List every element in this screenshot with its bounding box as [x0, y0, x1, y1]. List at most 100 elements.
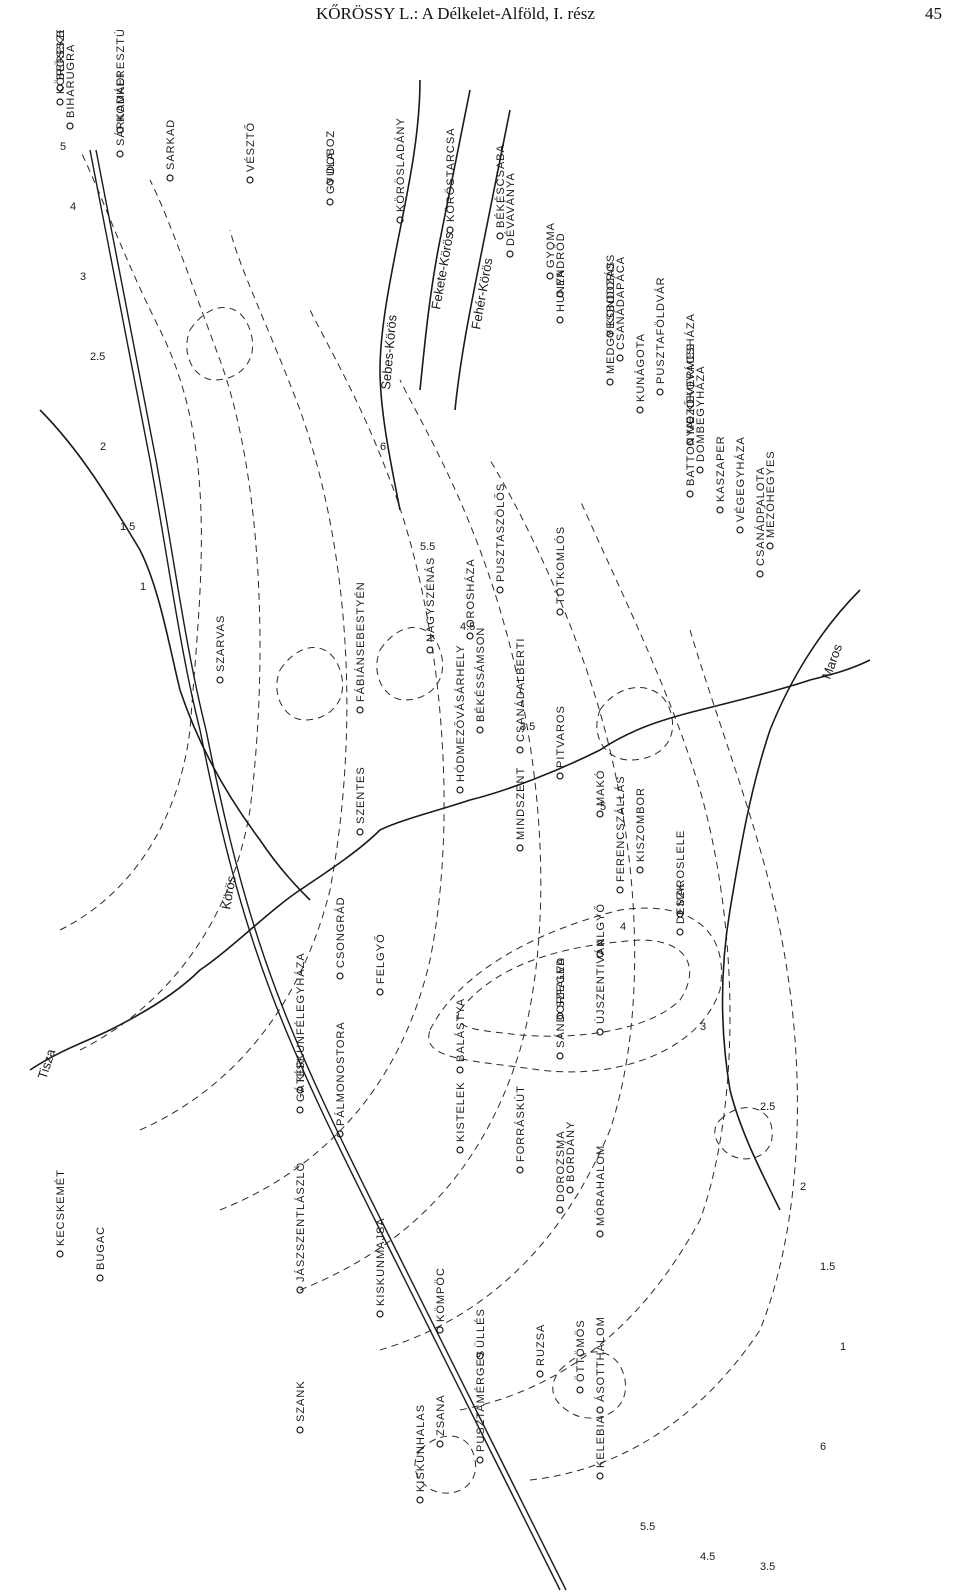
settlement: CSONGRÁD — [334, 896, 347, 980]
contour-value-label: 4.5 — [460, 621, 475, 633]
settlement-label: KÖRÖSLADÁNY — [394, 117, 407, 212]
contour-value-label: 6 — [820, 1441, 826, 1453]
isoline — [552, 1351, 626, 1419]
settlement: GÁTÉR — [294, 1059, 307, 1114]
settlement-label: VÉSZTŐ — [243, 122, 257, 172]
settlement: MAROSLELE — [675, 830, 687, 918]
settlement-marker — [116, 150, 124, 158]
settlement-label: KONDOROS — [605, 254, 617, 326]
settlement: VÉGEGYHÁZA — [734, 436, 747, 534]
settlement: KUNÁGOTA — [634, 333, 647, 414]
settlement-marker — [606, 378, 614, 386]
settlement-marker — [456, 1066, 464, 1074]
river-label-tisza: Tisza — [35, 1046, 59, 1080]
isoline — [714, 1107, 773, 1160]
settlement-marker — [216, 676, 224, 684]
settlement-marker — [476, 1456, 484, 1464]
settlement-marker — [326, 198, 334, 206]
settlement-marker — [446, 226, 454, 234]
settlement-label: SÁNDORFALVA — [554, 957, 567, 1048]
isoline — [376, 627, 444, 701]
river-label-koros: Körös — [218, 874, 239, 911]
settlement-label: DOROZSMA — [555, 1130, 567, 1202]
contour-values: 5432.521.5165.54.53.55432.521.5165.54.53… — [60, 141, 846, 1573]
settlement-marker — [556, 1052, 564, 1060]
settlement-marker — [396, 216, 404, 224]
settlement-label: KISKUNFÉLEGYHÁZA — [294, 952, 307, 1082]
settlement-label: KELEBIA — [595, 1415, 607, 1468]
contour-value-label: 1.5 — [120, 521, 135, 533]
settlement-label: ALGYŐ — [593, 903, 607, 946]
settlement: KASZAPER — [715, 435, 727, 514]
isoline — [276, 647, 344, 721]
settlement-marker — [696, 466, 704, 474]
settlement-label: MAROSLELE — [675, 830, 687, 906]
settlement: DÉVAVÁNYA — [504, 172, 517, 258]
river-label-fekete-koros: Fekete-Körös — [428, 231, 456, 311]
settlement-marker — [496, 232, 504, 240]
settlement-marker — [116, 126, 124, 134]
settlement-marker — [466, 632, 474, 640]
settlement: KEVERMES — [685, 343, 697, 424]
settlement-marker — [326, 178, 334, 186]
contour-value-label: 3 — [700, 1021, 706, 1033]
page-header: KŐRÖSSY L.: A Délkelet-Alföld, I. rész 4… — [0, 0, 960, 28]
settlement-marker — [596, 1472, 604, 1480]
settlement-marker — [606, 330, 614, 338]
isoline — [186, 307, 254, 381]
settlement-label: HUNYA — [555, 269, 567, 312]
isoline — [219, 309, 445, 1211]
settlement: VÉSZTŐ — [243, 122, 257, 184]
settlement: KISKUNHALAS — [415, 1404, 427, 1504]
settlement-label: SARKAD — [165, 119, 177, 170]
contour-value-label: 2.5 — [760, 1101, 775, 1113]
contour-value-label: 5.5 — [640, 1521, 655, 1533]
settlement-label: KECSKEMÉT — [54, 1169, 67, 1246]
isoline — [79, 179, 261, 1051]
settlement-marker — [596, 950, 604, 958]
river-label-sebes-koros: Sebes-Körös — [378, 314, 400, 391]
settlement-marker — [476, 726, 484, 734]
settlement: KONDOROS — [605, 254, 617, 338]
settlement: FÁBIÁNSEBESTYÉN — [354, 581, 367, 714]
settlement: CSANÁDAPÁCA — [614, 256, 627, 362]
settlement-marker — [96, 1274, 104, 1282]
settlement-label: KUNÁGOTA — [634, 333, 647, 402]
settlement: PÁLMONOSTORA — [334, 1021, 347, 1138]
settlement-label: MEZŐKOVÁCSHÁZA — [683, 313, 697, 434]
settlement: KISTELEK — [455, 1081, 467, 1154]
settlement-marker — [416, 1496, 424, 1504]
settlement-marker — [636, 866, 644, 874]
isolines — [59, 149, 798, 1494]
settlement-label: ÜLLÉS — [474, 1308, 487, 1348]
isoline — [299, 379, 542, 1291]
settlement-marker — [686, 416, 694, 424]
settlement-label: MEZŐHEGYES — [763, 450, 777, 538]
settlement-marker — [756, 570, 764, 578]
settlement-label: BALÁSTYA — [454, 998, 467, 1062]
settlement: KÖMPÖC — [435, 1267, 447, 1334]
page-number: 45 — [925, 4, 942, 23]
railway-line — [95, 149, 567, 1591]
settlement: FORRÁSKÚT — [514, 1085, 527, 1174]
maros-river — [721, 589, 861, 1211]
settlement-label: GÁTÉR — [294, 1059, 307, 1102]
settlement: ALGYŐ — [593, 903, 607, 958]
river-label-maros: Maros — [819, 641, 846, 681]
isoline — [59, 149, 202, 931]
settlement-label: JÁSZSZENTLÁSZLÓ — [294, 1162, 307, 1282]
contour-value-label: 6 — [380, 441, 386, 453]
contour-value-label: 3 — [80, 271, 86, 283]
settlement: ZSANA — [435, 1394, 447, 1448]
settlement-marker — [296, 1426, 304, 1434]
koros-river — [39, 409, 311, 901]
settlement: KISKUNMAJSA — [375, 1217, 387, 1318]
settlement-marker — [456, 1146, 464, 1154]
settlement-marker — [676, 910, 684, 918]
settlement-label: PUSZTAMÉRGES — [474, 1350, 487, 1452]
settlement: BORDÁNY — [564, 1121, 577, 1194]
settlement-label: KISZOMBOR — [635, 787, 647, 862]
settlement-label: CSANÁDALBERTI — [514, 638, 527, 743]
settlement-marker — [426, 646, 434, 654]
settlement-label: ÖTTÖMÖS — [575, 1319, 587, 1382]
